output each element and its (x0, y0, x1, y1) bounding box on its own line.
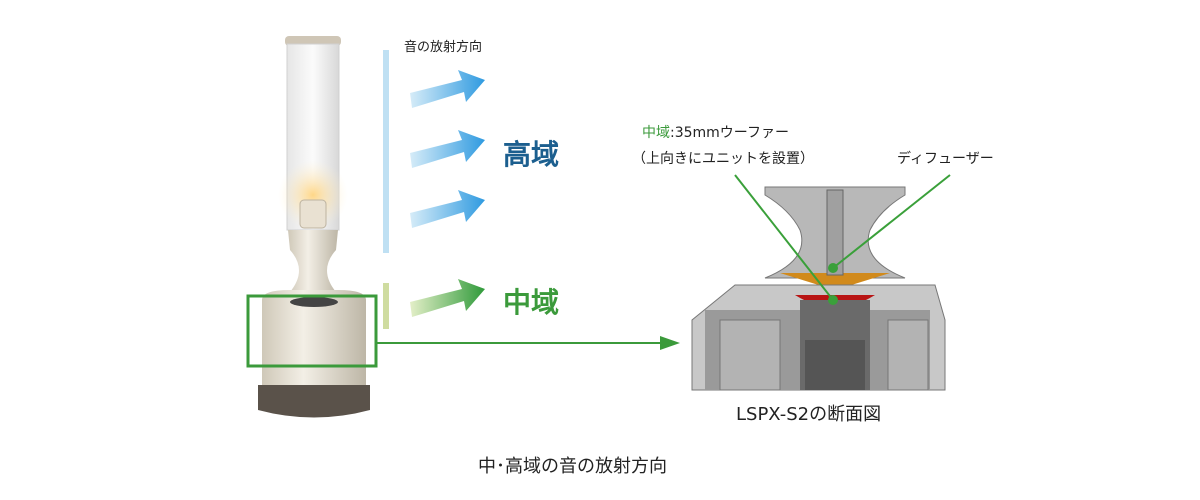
mid-arrow (410, 279, 485, 317)
woofer-note: （上向きにユニットを設置） (632, 151, 814, 167)
woofer-prefix: 中域 (642, 125, 670, 141)
leader-lines (734, 174, 951, 301)
diffuser-dot (828, 263, 838, 273)
woofer-dot (828, 295, 838, 305)
section-label: LSPX-S2の断面図 (736, 404, 882, 425)
highlight-box (246, 294, 378, 368)
direction-label: 音の放射方向 (404, 40, 483, 55)
mid-range-bar (383, 283, 389, 329)
pointer-arrow (376, 336, 680, 350)
caption: 中･高域の音の放射方向 (478, 456, 667, 477)
high-arrows (410, 70, 485, 228)
cross-section (691, 186, 946, 391)
high-range-bar (383, 50, 389, 253)
woofer-text: :35mmウーファー (670, 125, 789, 141)
speaker-illustration (258, 36, 370, 418)
woofer-label: 中域:35mmウーファー (642, 122, 789, 142)
mid-range-label: 中域 (503, 286, 560, 319)
diffuser-label: ディフューザー (897, 151, 994, 167)
high-range-label: 高域 (503, 138, 560, 171)
